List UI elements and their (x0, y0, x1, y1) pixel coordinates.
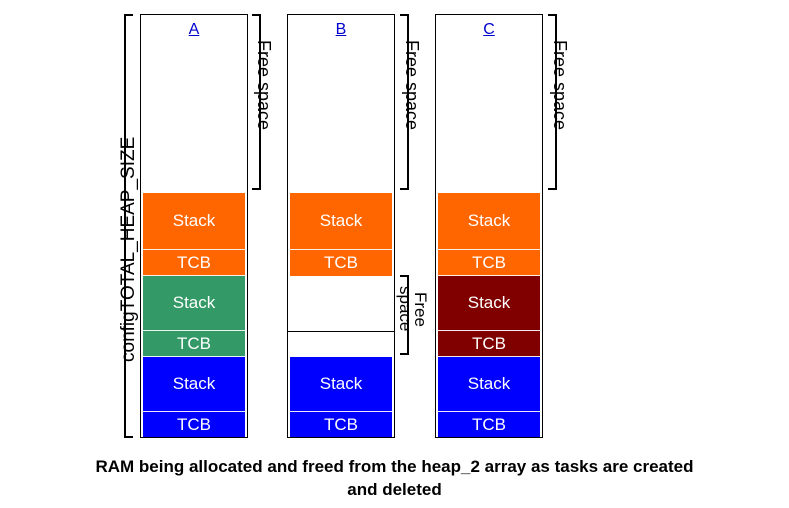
tcb-block-c-bottom: TCB (438, 412, 540, 437)
stack-block-a-mid: Stack (143, 276, 245, 331)
stack-block-c-top: Stack (438, 193, 540, 250)
heap-column-c: C Stack TCB Stack TCB Stack TCB (435, 14, 543, 438)
free-space-label-c: Free space (550, 40, 570, 131)
freed-region-divider (288, 331, 394, 332)
free-space-brace-b-top (400, 14, 409, 190)
tcb-block-a-bottom: TCB (143, 412, 245, 437)
heap-size-label: configTOTAL_HEAP_SIZE (118, 136, 139, 362)
free-space-brace-a (252, 14, 261, 190)
caption-line-1: RAM being allocated and freed from the h… (95, 457, 694, 476)
heap-column-a: A Stack TCB Stack TCB Stack TCB (140, 14, 248, 438)
free-space-label-b-gap-line2: space (396, 286, 415, 332)
stack-block-a-bottom: Stack (143, 357, 245, 412)
stack-block-c-mid: Stack (438, 276, 540, 331)
tcb-block-b-top: TCB (290, 250, 392, 276)
caption-line-2: and deleted (347, 480, 442, 499)
tcb-block-c-top: TCB (438, 250, 540, 276)
column-label-a[interactable]: A (188, 21, 200, 38)
tcb-block-c-mid: TCB (438, 331, 540, 357)
column-label-c[interactable]: C (483, 21, 495, 38)
heap-size-brace (124, 14, 133, 438)
stack-block-b-bottom: Stack (290, 357, 392, 412)
stack-block-b-top: Stack (290, 193, 392, 250)
stack-block-a-top: Stack (143, 193, 245, 250)
tcb-block-a-top: TCB (143, 250, 245, 276)
tcb-block-a-mid: TCB (143, 331, 245, 357)
tcb-block-b-bottom: TCB (290, 412, 392, 437)
column-label-b[interactable]: B (335, 21, 347, 38)
stack-block-c-bottom: Stack (438, 357, 540, 412)
figure-caption: RAM being allocated and freed from the h… (0, 455, 789, 501)
free-space-label-b-top: Free space (402, 40, 422, 131)
heap-column-b: B Stack TCB Stack TCB (287, 14, 395, 438)
free-space-brace-b-gap (400, 275, 409, 355)
free-space-brace-c (548, 14, 557, 190)
free-space-label-a: Free space (254, 40, 274, 131)
